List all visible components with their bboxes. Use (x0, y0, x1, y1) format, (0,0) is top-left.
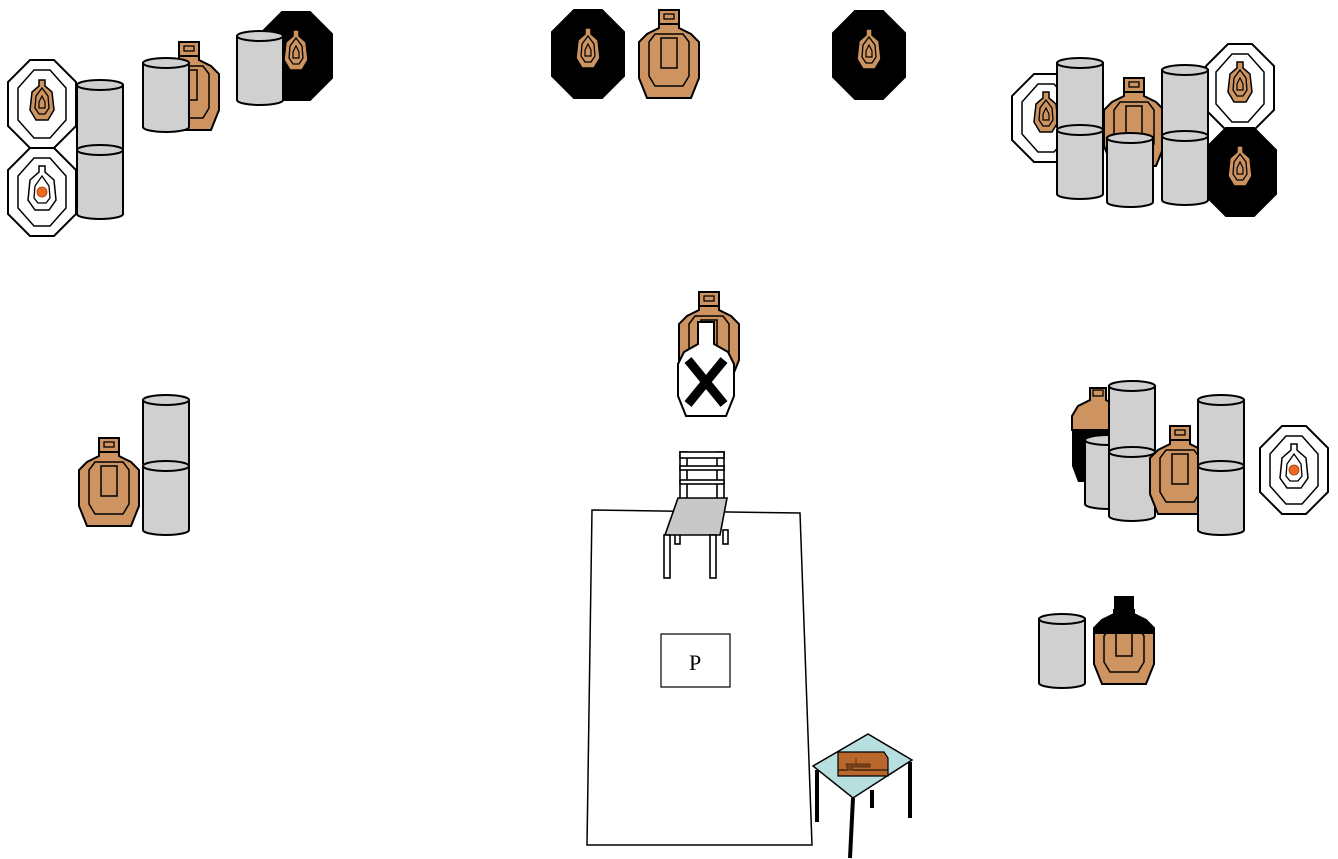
barrel (1197, 460, 1245, 536)
center-target-group (677, 291, 740, 417)
left-middle-target-array (78, 394, 190, 536)
steel-plate-black (832, 10, 906, 100)
barrel (142, 394, 190, 470)
right-middle-target-array (1071, 380, 1329, 536)
tan-silhouette-target (78, 437, 140, 527)
no-shoot-target (677, 321, 735, 417)
steel-plate-black (551, 9, 625, 99)
black-headed-target (1093, 595, 1155, 685)
steel-plate-white (1205, 43, 1275, 133)
shooting-area: P (586, 509, 813, 846)
steel-plate-white-orange-dot (7, 147, 77, 237)
barrel (1108, 446, 1156, 522)
tan-silhouette-target (638, 9, 700, 99)
steel-plate-white (7, 59, 77, 149)
chair (663, 451, 729, 579)
barrel (142, 460, 190, 536)
barrel (1197, 394, 1245, 470)
barrel (1038, 613, 1086, 689)
barrel (142, 57, 190, 133)
barrel (76, 144, 124, 220)
top-left-target-array (7, 11, 333, 237)
start-position-box: P (660, 633, 731, 688)
steel-plate-black (1203, 127, 1277, 217)
barrel (1108, 380, 1156, 456)
table (811, 733, 914, 859)
start-position-label: P (689, 650, 701, 675)
right-lower-target-array (1038, 595, 1155, 689)
barrel (236, 30, 284, 106)
barrel (1056, 57, 1104, 133)
barrel (1106, 132, 1154, 208)
top-center-target-array (551, 9, 906, 100)
gun-box (837, 751, 889, 777)
steel-plate-white-orange-dot (1259, 425, 1329, 515)
barrel (1161, 64, 1209, 140)
barrel (1161, 130, 1209, 206)
barrel (76, 79, 124, 155)
barrel (1056, 124, 1104, 200)
top-right-target-array (1011, 43, 1277, 217)
